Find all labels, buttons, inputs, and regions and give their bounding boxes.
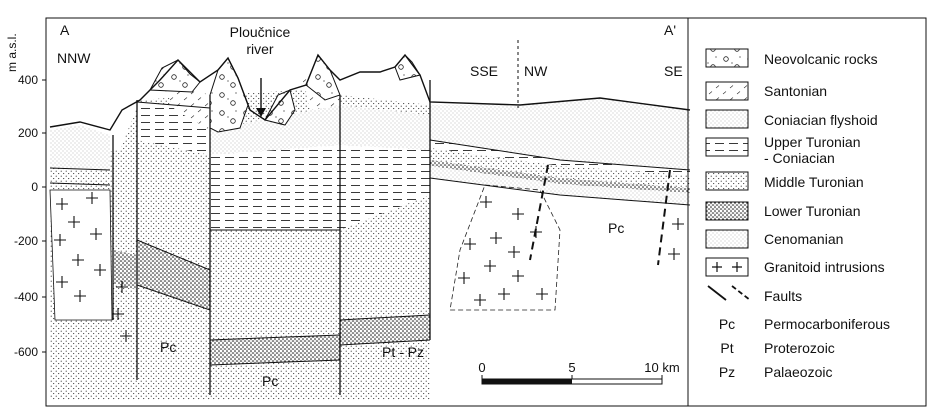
boundary-line xyxy=(339,314,431,321)
unit-coniacian-right xyxy=(430,98,690,170)
legend-fault-dashed xyxy=(731,285,751,301)
basement-label: Pc xyxy=(160,339,176,355)
legend-swatch-middle-turonian xyxy=(705,171,749,191)
basement-label: Pc xyxy=(608,220,624,236)
legend-label: Santonian xyxy=(764,83,827,99)
legend-label-2: - Coniacian xyxy=(764,150,835,166)
y-tick-label: 400 xyxy=(18,73,38,87)
unit-middle-turonian-left xyxy=(50,168,110,185)
legend-label: Granitoid intrusions xyxy=(764,259,885,275)
unit-granitoid-left xyxy=(49,189,113,321)
direction-nw: NW xyxy=(524,63,548,79)
legend-label: Upper Turonian xyxy=(764,134,861,150)
legend-abbrev-code: Pz xyxy=(719,364,735,380)
granitoid-crosses xyxy=(54,192,684,342)
legend-abbrev-code: Pt xyxy=(720,340,733,356)
legend-abbrev-meaning: Permocarboniferous xyxy=(764,316,890,332)
legend-abbrev-meaning: Proterozoic xyxy=(764,340,835,356)
legend-abbrev-meaning: Palaeozoic xyxy=(764,364,833,380)
scale-tick: 10 km xyxy=(644,360,679,375)
profile-end-label: A' xyxy=(664,22,676,38)
legend-label: Lower Turonian xyxy=(764,203,861,219)
boundary-line xyxy=(136,284,211,311)
boundary-line xyxy=(209,359,341,366)
legend-label: Middle Turonian xyxy=(764,174,864,190)
fault-dashed xyxy=(657,169,671,266)
profile-start-label: A xyxy=(60,22,70,38)
basement-label: Pc xyxy=(262,373,278,389)
unit-coniacian-center xyxy=(210,105,430,155)
legend-abbrev-code: Pc xyxy=(719,316,735,332)
direction-se: SE xyxy=(664,63,683,79)
river-arrowhead xyxy=(256,108,266,117)
unit-upper-turonian-center xyxy=(210,145,340,230)
y-axis: 400 200 0 -200 -400 -600 m a.s.l. xyxy=(5,33,47,375)
cross-section xyxy=(49,40,691,400)
legend-swatch-santonian xyxy=(705,81,749,101)
river-label-2: river xyxy=(246,41,274,57)
y-tick-label: -600 xyxy=(14,345,38,359)
unit-granitoid-center xyxy=(449,184,561,311)
unit-lower-turonian-right-strip xyxy=(430,160,690,193)
legend-label: Cenomanian xyxy=(764,231,843,247)
y-tick-label: 0 xyxy=(31,180,38,194)
boundary-line xyxy=(339,339,431,346)
legend-swatch-upper-turonian xyxy=(705,137,749,157)
unit-lower-turonian-midright xyxy=(340,315,430,345)
unit-neovolcanic-2 xyxy=(209,57,249,133)
topographic-surface xyxy=(49,53,691,131)
unit-coniacian-left xyxy=(50,125,110,170)
river-label: Ploučnice xyxy=(230,24,291,40)
unit-cenomanian-right-strip xyxy=(430,166,690,205)
y-tick-label: 200 xyxy=(18,126,38,140)
y-tick-label: -200 xyxy=(14,234,38,248)
legend-swatch-lower-turonian xyxy=(705,201,749,221)
legend-granitoid-crosses xyxy=(712,262,742,272)
unit-upper-turonian-right xyxy=(340,145,430,230)
unit-santonian-1 xyxy=(160,80,210,130)
legend-label: Neovolcanic rocks xyxy=(764,51,878,67)
unit-lower-turonian-bottom xyxy=(210,335,340,365)
basement-label: Pt - Pz xyxy=(382,344,424,360)
boundary-line xyxy=(429,177,691,206)
legend-swatch-coniacian xyxy=(705,109,749,129)
unit-neovolcanic-3 xyxy=(264,89,296,126)
unit-upper-turonian-right-strip xyxy=(430,140,690,175)
legend: Neovolcanic rocks Santonian Coniacian fl… xyxy=(687,17,927,407)
unit-lower-turonian-left xyxy=(113,250,137,290)
legend-swatch-neovolcanic xyxy=(705,48,749,68)
boundary-line xyxy=(49,182,111,186)
y-tick-label: -400 xyxy=(14,290,38,304)
unit-middle-turonian-right-strip xyxy=(430,148,690,188)
direction-sse: SSE xyxy=(470,63,498,79)
direction-nnw: NNW xyxy=(57,50,91,66)
boundary-line xyxy=(136,239,211,271)
legend-swatch-cenomanian xyxy=(705,229,749,249)
fault-dashed xyxy=(529,164,549,261)
unit-neovolcanic-1 xyxy=(149,59,201,93)
legend-label: Faults xyxy=(764,288,802,304)
legend-label: Coniacian flyshoid xyxy=(764,112,878,128)
unit-lower-turonian-midleft xyxy=(137,240,210,310)
scale-tick: 5 xyxy=(568,360,575,375)
boundary-line xyxy=(209,334,341,341)
boundary-line xyxy=(429,139,691,171)
boundary-line xyxy=(136,101,211,109)
scale-tick: 0 xyxy=(478,360,485,375)
y-axis-label: m a.s.l. xyxy=(5,33,19,72)
scale-bar: 0 5 10 km xyxy=(478,360,680,385)
legend-fault-solid xyxy=(707,285,727,301)
boundary-line xyxy=(49,167,111,171)
